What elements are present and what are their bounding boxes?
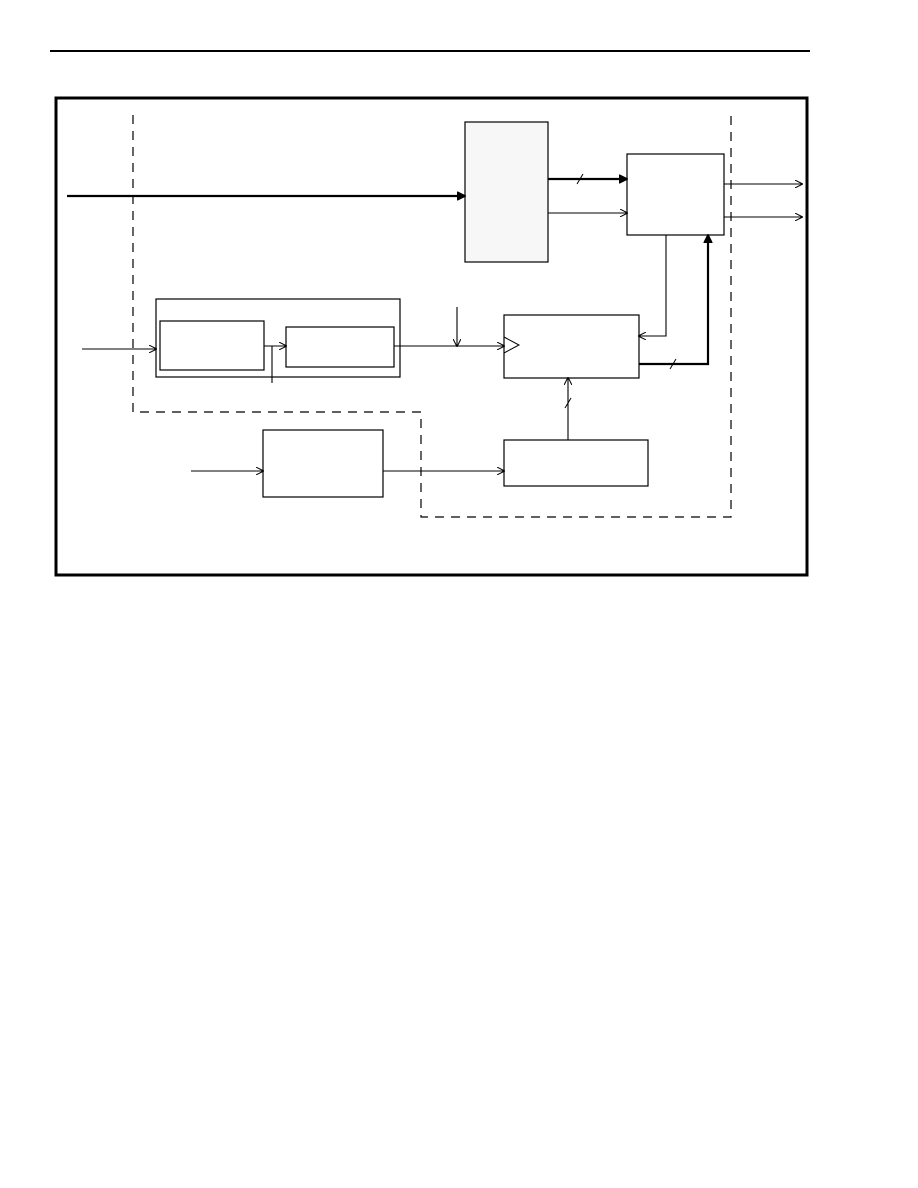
bus-up-to-output — [639, 235, 708, 366]
bus-up-slash — [669, 358, 677, 370]
outer-frame — [54, 96, 809, 577]
clock-input-symbol — [503, 336, 521, 354]
clocked-block — [503, 314, 640, 379]
output-block — [626, 153, 725, 236]
feedback-to-clocked — [639, 235, 667, 336]
group-right-block — [285, 326, 395, 368]
group-outer — [155, 298, 401, 378]
tall-block — [464, 121, 549, 263]
dashed-region — [132, 115, 732, 518]
group-left-block — [159, 320, 265, 371]
bus-up-clocked-slash — [564, 397, 572, 409]
lower-right-block — [503, 439, 649, 487]
lower-left-block — [262, 429, 384, 498]
header-rule — [50, 50, 810, 52]
bus-slash — [576, 173, 584, 185]
